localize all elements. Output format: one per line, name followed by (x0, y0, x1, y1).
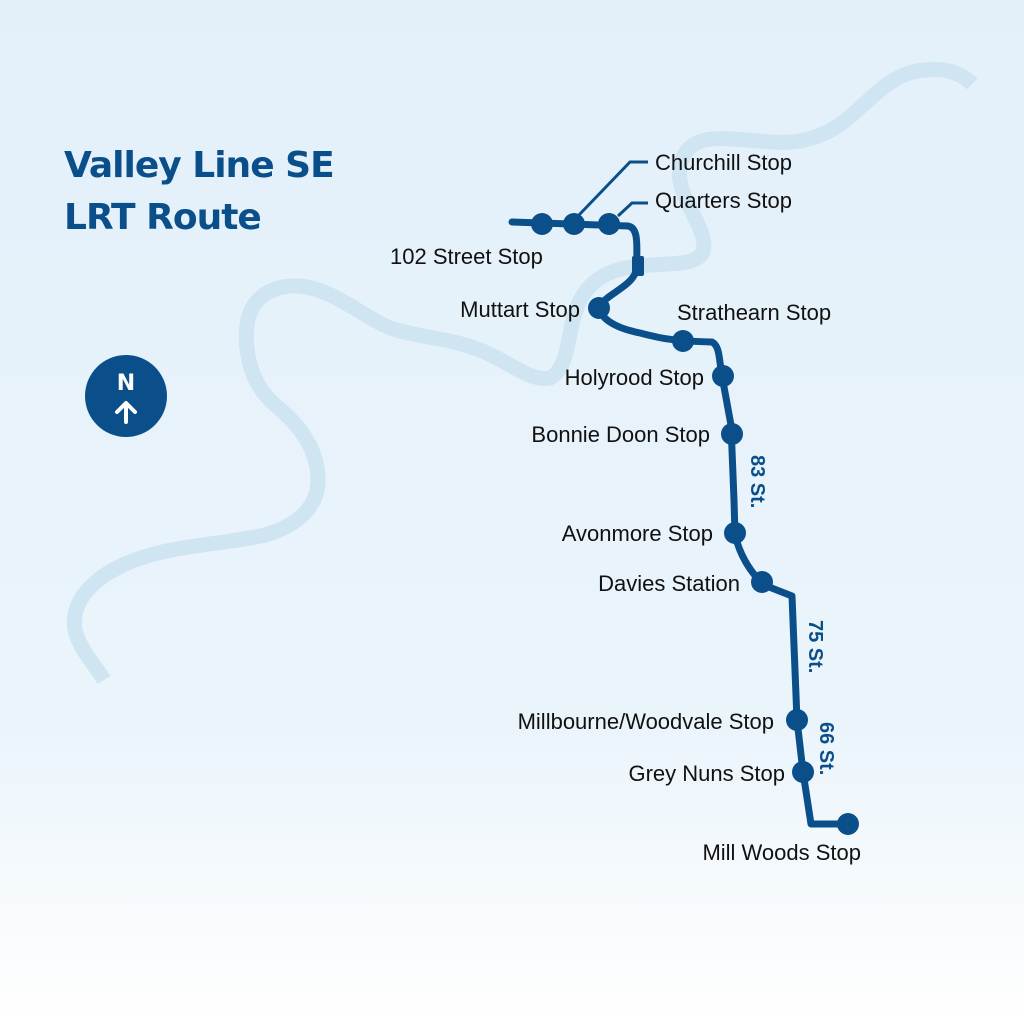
compass-label: N (117, 371, 135, 396)
compass-circle (85, 355, 167, 437)
stop-marker-strathearn[interactable] (672, 330, 694, 352)
stop-marker-quarters[interactable] (598, 213, 620, 235)
stop-label-avonmore: Avonmore Stop (562, 521, 713, 546)
map-title: Valley Line SE LRT Route (64, 140, 335, 244)
title-line-1: Valley Line SE (64, 145, 335, 186)
stop-marker-bonnie-doon[interactable] (721, 423, 743, 445)
bridge-marker (632, 256, 644, 276)
title-line-2: LRT Route (64, 197, 262, 238)
leader-lines (576, 160, 648, 218)
stop-label-holyrood: Holyrood Stop (565, 365, 704, 390)
street-label-66-st: 66 St. (815, 722, 837, 775)
street-label-75-st: 75 St. (804, 620, 826, 673)
stop-marker-millbourne-woodvale[interactable] (786, 709, 808, 731)
stop-markers (531, 213, 859, 835)
stop-label-quarters: Quarters Stop (655, 188, 792, 213)
north-arrow-icon (115, 401, 137, 424)
stop-marker-avonmore[interactable] (724, 522, 746, 544)
stop-marker-davies[interactable] (751, 571, 773, 593)
stop-label-102-street: 102 Street Stop (390, 244, 543, 269)
stop-labels: 102 Street Stop Churchill Stop Quarters … (390, 150, 861, 865)
stop-label-muttart: Muttart Stop (460, 297, 580, 322)
stop-label-davies: Davies Station (598, 571, 740, 596)
route-line (508, 218, 852, 828)
stop-label-millbourne-woodvale: Millbourne/Woodvale Stop (518, 709, 774, 734)
stop-label-mill-woods: Mill Woods Stop (702, 840, 861, 865)
churchill-leader-line (576, 160, 648, 218)
stop-label-grey-nuns: Grey Nuns Stop (628, 761, 785, 786)
stop-marker-muttart[interactable] (588, 297, 610, 319)
stop-marker-holyrood[interactable] (712, 365, 734, 387)
street-labels: 83 St. 75 St. 66 St. (746, 455, 837, 775)
stop-marker-grey-nuns[interactable] (792, 761, 814, 783)
river (66, 62, 978, 685)
stop-label-strathearn: Strathearn Stop (677, 300, 831, 325)
stop-label-churchill: Churchill Stop (655, 150, 792, 175)
quarters-leader-line (616, 201, 648, 218)
street-label-83-st: 83 St. (746, 455, 768, 508)
stop-marker-churchill[interactable] (563, 213, 585, 235)
stop-marker-102-street[interactable] (531, 213, 553, 235)
compass: N (85, 355, 167, 437)
stop-label-bonnie-doon: Bonnie Doon Stop (531, 422, 710, 447)
stop-marker-mill-woods[interactable] (837, 813, 859, 835)
